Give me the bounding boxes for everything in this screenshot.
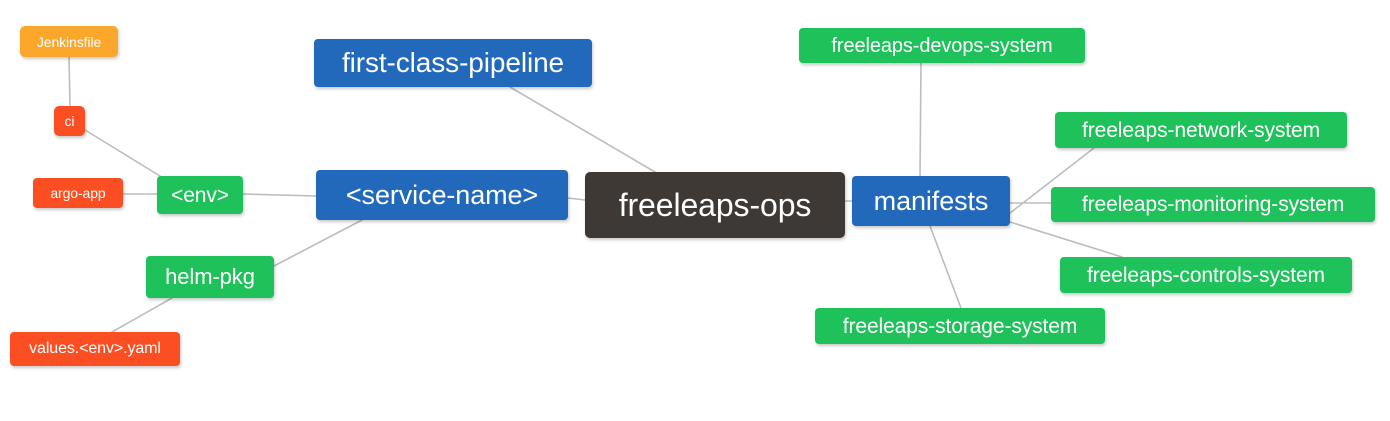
node-label-values-yaml: values.<env>.yaml [29,340,161,357]
node-jenkinsfile[interactable]: Jenkinsfile [20,26,118,57]
node-label-freeleaps-monitoring-system: freeleaps-monitoring-system [1081,193,1345,216]
node-freeleaps-storage-system[interactable]: freeleaps-storage-system [815,308,1105,344]
node-ci[interactable]: ci [54,106,85,136]
node-label-service-name: <service-name> [345,179,539,210]
node-values-yaml[interactable]: values.<env>.yaml [10,332,180,366]
edge-manifests-to-freeleaps-devops-system [919,62,922,177]
node-freeleaps-ops[interactable]: freeleaps-ops [585,172,845,238]
edge-values-yaml-to-helm-pkg [111,297,173,333]
node-argo-app[interactable]: argo-app [33,178,123,208]
edge-jenkinsfile-to-ci [68,56,71,107]
node-label-freeleaps-devops-system: freeleaps-devops-system [831,34,1053,57]
node-label-freeleaps-controls-system: freeleaps-controls-system [1087,263,1325,287]
node-freeleaps-controls-system[interactable]: freeleaps-controls-system [1060,257,1352,293]
node-label-ci: ci [64,113,75,129]
edge-service-name-to-freeleaps-ops [567,197,586,201]
edge-ci-to-env [84,129,161,177]
node-freeleaps-network-system[interactable]: freeleaps-network-system [1055,112,1347,148]
edge-first-class-pipeline-to-freeleaps-ops [509,86,656,173]
node-label-helm-pkg: helm-pkg [165,264,255,289]
node-label-freeleaps-network-system: freeleaps-network-system [1081,118,1320,142]
node-freeleaps-devops-system[interactable]: freeleaps-devops-system [799,28,1085,63]
node-env[interactable]: <env> [157,176,243,214]
node-label-freeleaps-ops: freeleaps-ops [618,187,812,223]
node-manifests[interactable]: manifests [852,176,1010,226]
node-freeleaps-monitoring-system[interactable]: freeleaps-monitoring-system [1051,187,1375,222]
node-service-name[interactable]: <service-name> [316,170,568,220]
node-helm-pkg[interactable]: helm-pkg [146,256,274,298]
edge-manifests-to-freeleaps-storage-system [929,225,962,309]
edge-helm-pkg-to-service-name [273,219,363,267]
node-label-manifests: manifests [873,185,989,216]
node-label-freeleaps-storage-system: freeleaps-storage-system [842,314,1078,338]
edge-env-to-service-name [242,193,317,197]
node-label-argo-app: argo-app [50,185,106,201]
node-first-class-pipeline[interactable]: first-class-pipeline [314,39,592,87]
node-label-jenkinsfile: Jenkinsfile [36,33,102,50]
node-label-env: <env> [171,183,229,207]
edge-manifests-to-freeleaps-controls-system [1009,221,1123,258]
node-label-first-class-pipeline: first-class-pipeline [341,47,565,78]
